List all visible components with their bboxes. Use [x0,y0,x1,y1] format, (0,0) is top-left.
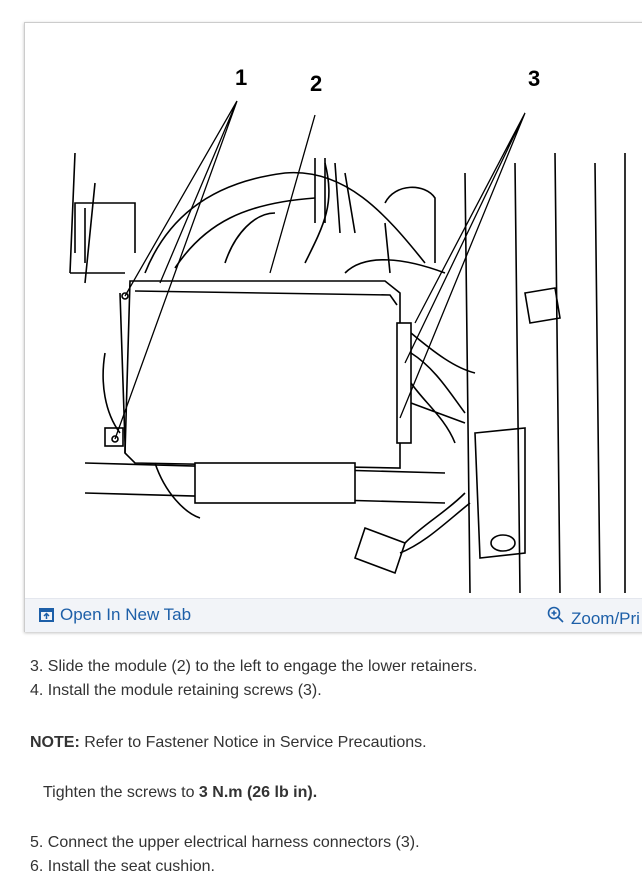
callout-1: 1 [235,65,247,90]
step-3: 3. Slide the module (2) to the left to e… [30,658,478,675]
callout-3: 3 [528,66,540,91]
open-new-tab-icon [39,608,54,622]
figure-panel: 1 2 3 Open In New Tab Zoom/Pri [24,22,642,632]
figure-toolbar: Open In New Tab Zoom/Pri [25,598,642,632]
callout-2: 2 [310,71,322,96]
open-in-new-tab-label: Open In New Tab [60,605,192,624]
note-label: NOTE: [30,734,80,751]
torque-value: 3 N.m (26 lb in). [198,784,318,801]
note-text: Refer to Fastener Notice in Service Prec… [79,734,427,751]
torque-spec: Tighten the screws to 3 N.m (26 lb in). [43,781,317,805]
zoom-print-label: Zoom/Pri [571,609,640,628]
note: NOTE: Refer to Fastener Notice in Servic… [30,731,427,755]
open-in-new-tab-link[interactable]: Open In New Tab [39,605,191,625]
module-installation-illustration: 1 2 3 [69,65,626,594]
step-4: 4. Install the module retaining screws (… [30,682,322,699]
zoom-print-link[interactable]: Zoom/Pri [547,601,640,629]
step-5: 5. Connect the upper electrical harness … [30,834,420,851]
zoom-in-icon [547,606,564,623]
torque-text: Tighten the screws to [43,784,199,801]
step-6: 6. Install the seat cushion. [30,858,215,875]
